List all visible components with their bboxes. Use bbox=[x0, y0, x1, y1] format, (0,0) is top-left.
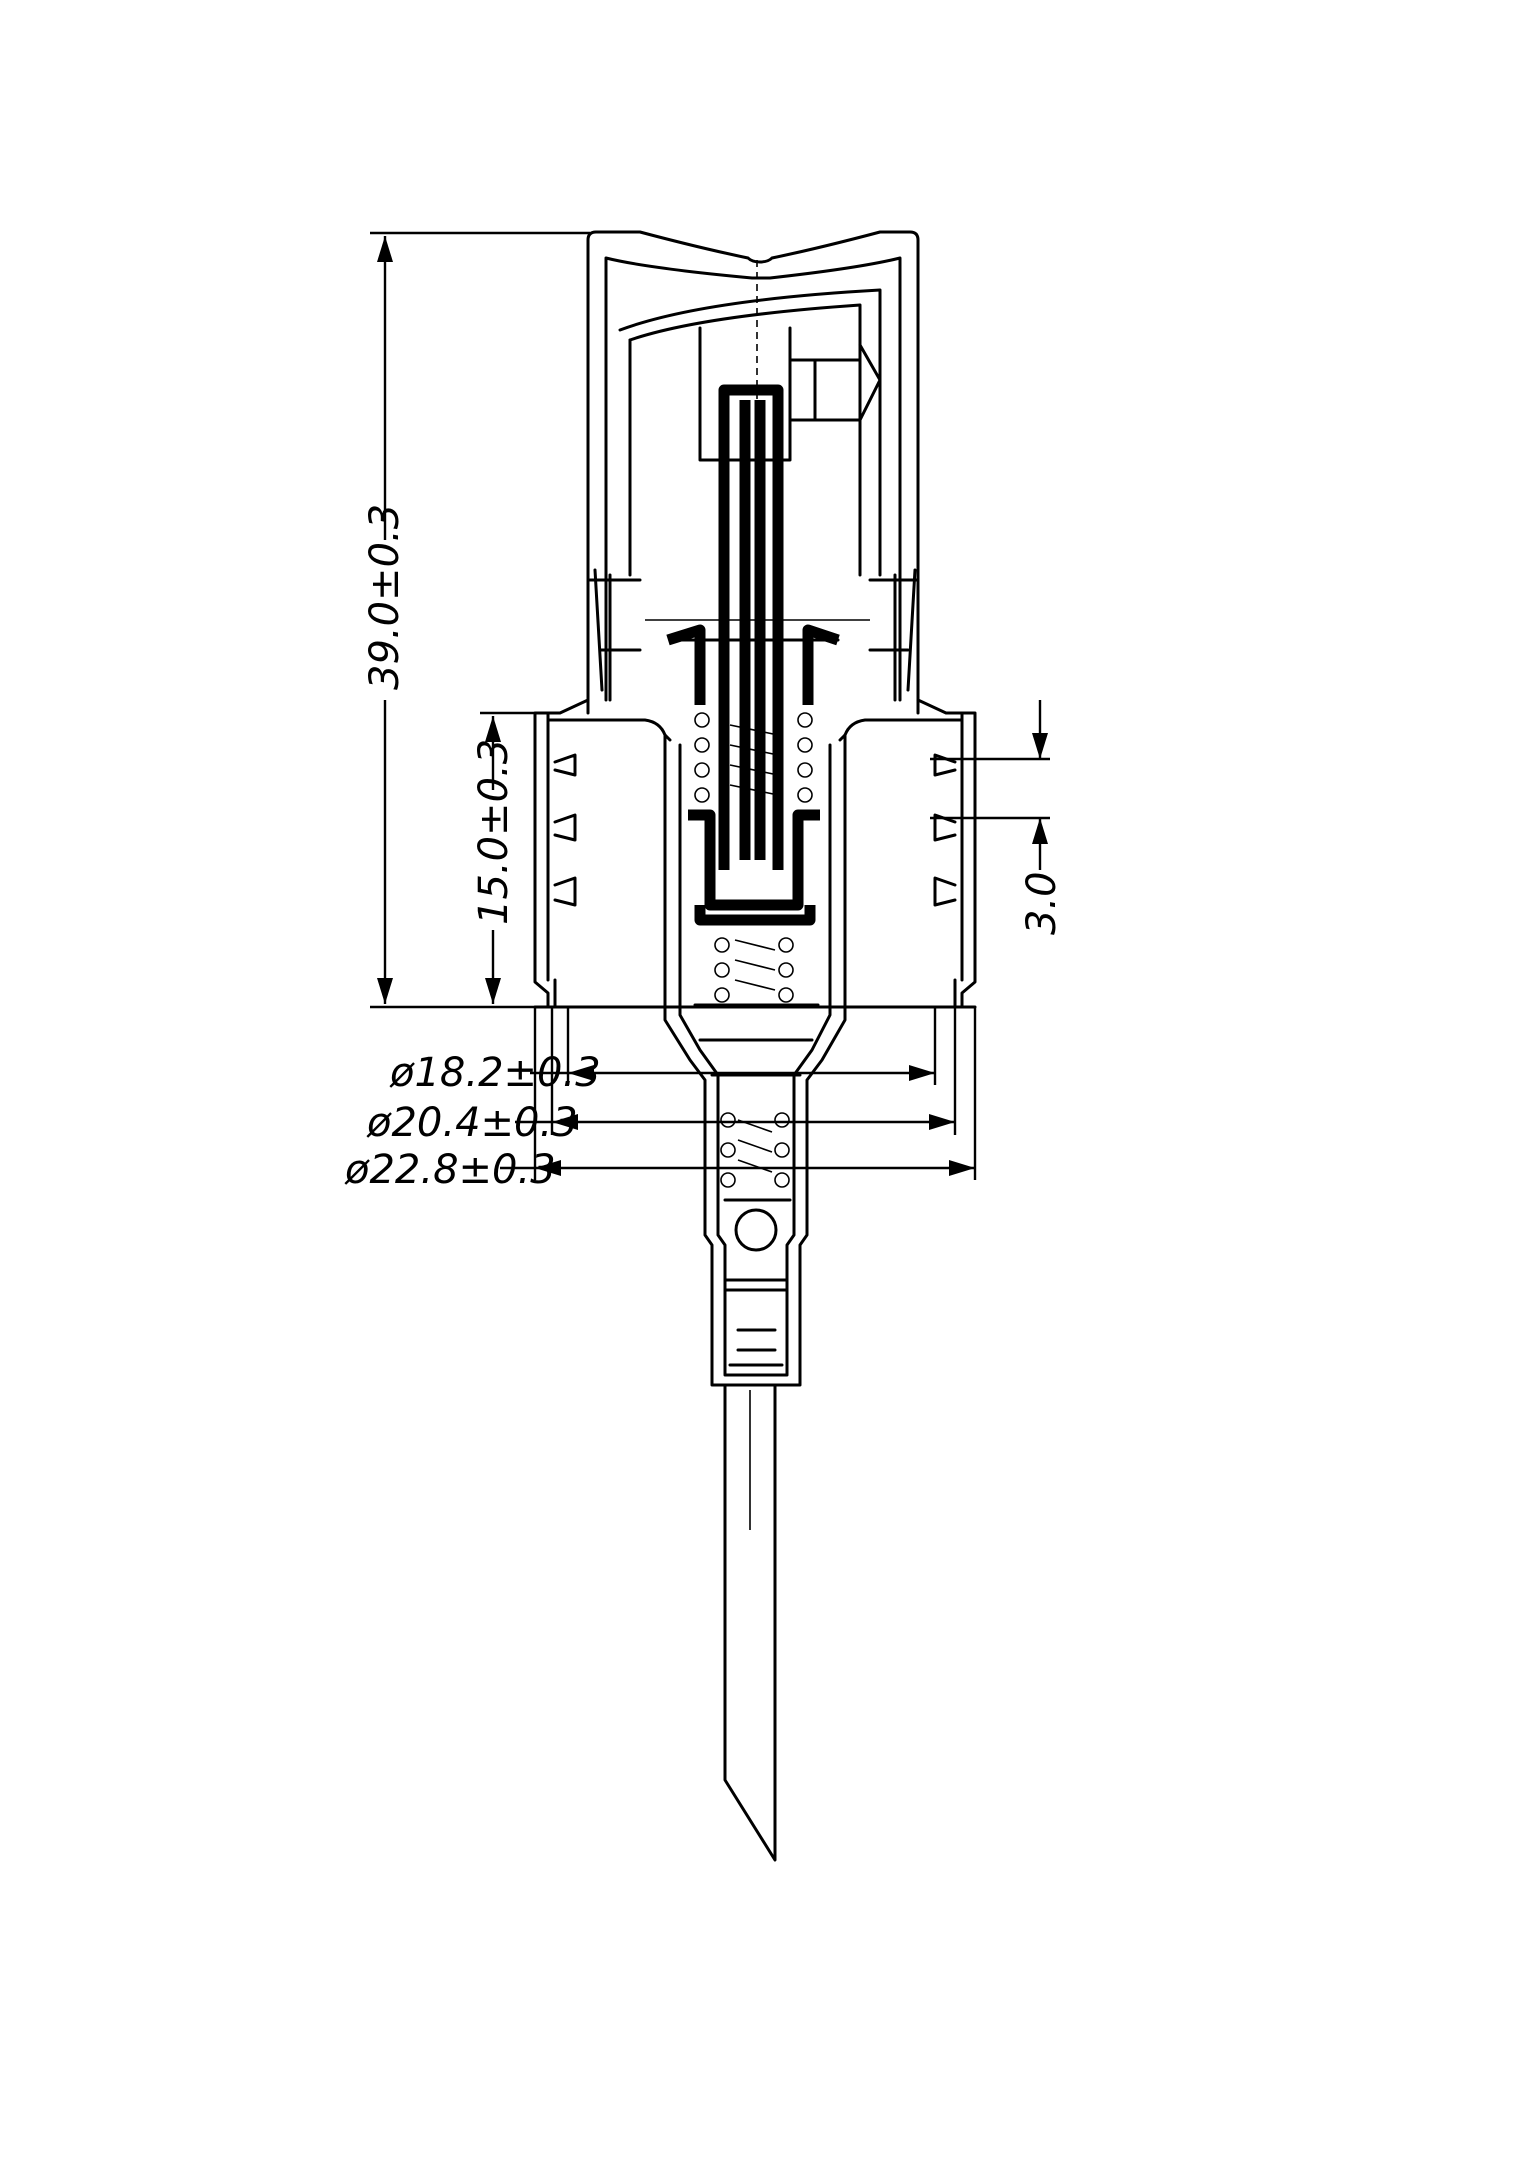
dimension-diameter-inner bbox=[530, 1007, 937, 1085]
diameter-middle-label: ø20.4±0.3 bbox=[366, 1100, 578, 1146]
dip-tube bbox=[723, 1383, 777, 1862]
diameter-outer-label: ø22.8±0.3 bbox=[344, 1147, 556, 1193]
dimension-thread-pitch bbox=[930, 700, 1050, 870]
cap-height-label: 15.0±0.3 bbox=[471, 739, 517, 925]
thread-pitch-label: 3.0 bbox=[1019, 871, 1065, 935]
spring-lower bbox=[714, 937, 794, 1188]
pump-housing bbox=[663, 733, 847, 1387]
dimension-diameter-outer bbox=[500, 1007, 977, 1180]
overall-height-label: 39.0±0.3 bbox=[362, 504, 408, 690]
dimension-cap-height bbox=[480, 711, 535, 1004]
actuator-head bbox=[586, 230, 920, 715]
spring-upper bbox=[694, 712, 813, 803]
piston-stem bbox=[666, 384, 840, 926]
dimension-overall-height bbox=[370, 231, 590, 1009]
dimension-diameter-middle bbox=[515, 1007, 957, 1135]
diameter-inner-label: ø18.2±0.3 bbox=[389, 1050, 601, 1096]
